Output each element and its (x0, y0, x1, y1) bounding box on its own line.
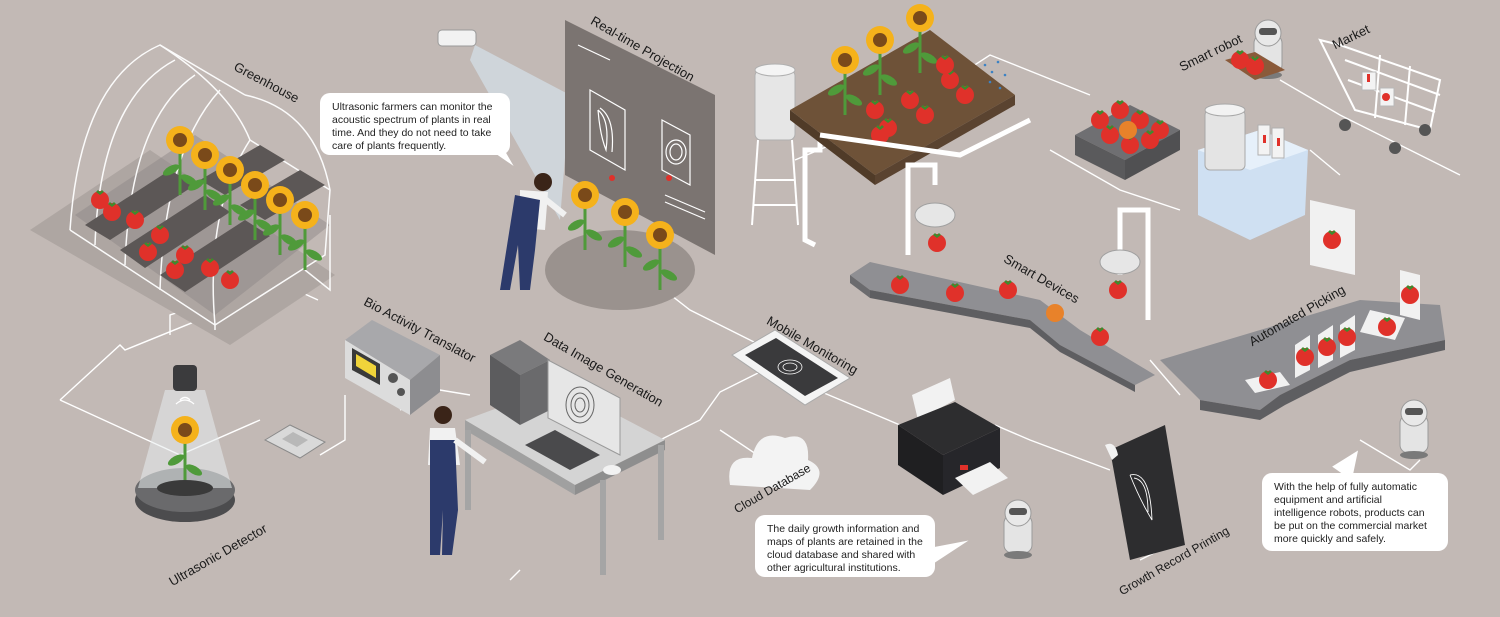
ultrasonic-detector (135, 365, 235, 522)
technician-figure (428, 406, 487, 555)
processor-chip (263, 424, 327, 459)
greenhouse (30, 44, 335, 345)
bio-activity-translator-device (345, 320, 440, 415)
automated-picking-conveyor (1160, 200, 1445, 460)
smart-devices-conveyor (850, 162, 1155, 392)
smart-planting-bed (790, 2, 1032, 185)
callout-market: With the help of fully automatic equipme… (1262, 473, 1448, 551)
storage-tank (1198, 103, 1308, 240)
smart-robot (1225, 19, 1285, 80)
printer (898, 378, 1008, 495)
cart-wheels (1339, 71, 1431, 154)
workstation-desk (465, 340, 665, 575)
shopping-cart (1318, 38, 1442, 132)
mobile-phone (731, 329, 851, 406)
callout-ultrasonic-farmers: Ultrasonic farmers can monitor the acous… (320, 93, 510, 155)
sunflower-patch (545, 179, 695, 310)
tomato-crate (1075, 100, 1180, 180)
growth-record-scroll (1105, 425, 1185, 560)
cloud-shape (729, 435, 820, 490)
farmer-figure (500, 173, 567, 290)
callout-cloud-database: The daily growth information and maps of… (755, 515, 935, 577)
